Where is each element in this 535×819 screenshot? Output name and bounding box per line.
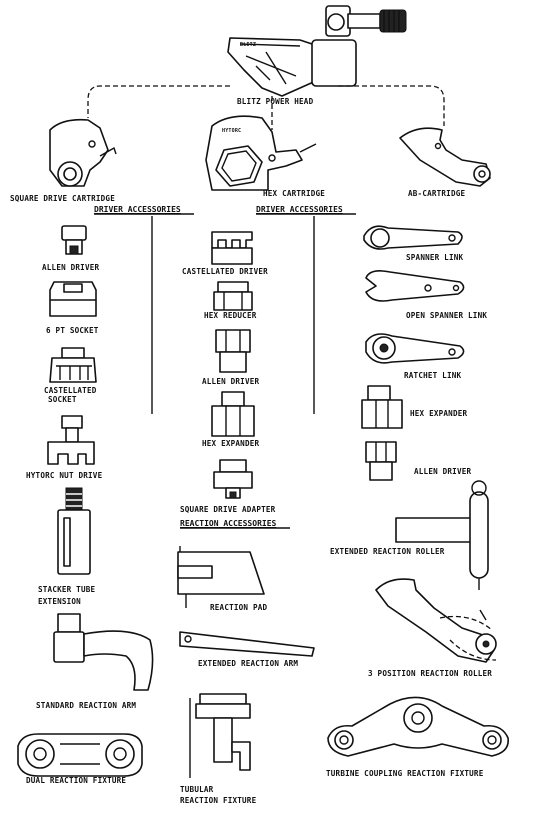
tubular-reaction-fixture-label-1: TUBULAR <box>180 785 214 794</box>
extended-reaction-arm-label: EXTENDED REACTION ARM <box>198 659 298 668</box>
turbine-coupling-reaction-fixture-label: TURBINE COUPLING REACTION FIXTURE <box>326 769 484 778</box>
castellated-driver-label: CASTELLATED DRIVER <box>182 267 268 276</box>
allen-driver-right-drawing <box>365 441 397 481</box>
allen-driver-left-drawing <box>61 225 87 255</box>
standard-reaction-arm-drawing <box>53 613 154 691</box>
square-drive-adapter-label: SQUARE DRIVE ADAPTER <box>180 505 276 514</box>
ratchet-link-label: RATCHET LINK <box>404 371 461 380</box>
stacker-tube-label-1: STACKER TUBE <box>38 585 95 594</box>
tubular-reaction-fixture-drawing <box>189 693 251 778</box>
connector-square <box>87 85 230 118</box>
hytorc-nut-drive-drawing <box>47 415 95 465</box>
allen-driver-mid-drawing <box>215 329 251 373</box>
hex-expander-mid-drawing <box>211 391 255 437</box>
hex-expander-right-drawing <box>361 385 403 429</box>
hex-reducer-drawing <box>213 281 253 311</box>
ratchet-link-drawing <box>365 333 465 364</box>
dual-reaction-fixture-label: DUAL REACTION FIXTURE <box>26 776 126 785</box>
hex-expander-mid-label: HEX EXPANDER <box>202 439 259 448</box>
driver-accessories-header-mid: DRIVER ACCESSORIES <box>256 205 343 214</box>
ab-cartridge-drawing <box>399 127 491 187</box>
hex-reducer-label: HEX REDUCER <box>204 311 257 320</box>
open-spanner-link-drawing <box>365 270 465 302</box>
connector-ab <box>338 85 445 126</box>
turbine-coupling-reaction-fixture-drawing <box>327 696 509 757</box>
svg-text:BLITZ: BLITZ <box>240 42 256 48</box>
driver-accessories-header-left: DRIVER ACCESSORIES <box>94 205 181 214</box>
square-drive-cartridge-label: SQUARE DRIVE CARTRIDGE <box>10 194 115 203</box>
stacker-tube-label-2: EXTENSION <box>38 597 81 606</box>
dual-reaction-fixture-drawing <box>17 733 143 777</box>
blitz-power-head-drawing: BLITZ <box>227 5 407 97</box>
extended-reaction-roller-label: EXTENDED REACTION ROLLER <box>330 547 445 556</box>
three-position-reaction-roller-drawing <box>375 578 497 663</box>
spanner-link-label: SPANNER LINK <box>406 253 463 262</box>
castellated-driver-drawing <box>211 231 253 265</box>
hytorc-nut-drive-label: HYTORC NUT DRIVE <box>26 471 103 480</box>
reaction-accessories-header: REACTION ACCESSORIES <box>180 519 277 528</box>
three-position-reaction-roller-label: 3 POSITION REACTION ROLLER <box>368 669 492 678</box>
six-pt-socket-drawing <box>49 281 97 317</box>
hex-cartridge-label: HEX CARTRIDGE <box>263 189 325 198</box>
allen-driver-right-label: ALLEN DRIVER <box>414 467 471 476</box>
hex-cartridge-drawing: HYTORC <box>205 115 317 191</box>
blitz-power-head-label: BLITZ POWER HEAD <box>237 97 314 106</box>
allen-driver-mid-label: ALLEN DRIVER <box>202 377 259 386</box>
extended-reaction-arm-drawing <box>179 631 315 657</box>
square-drive-cartridge-drawing <box>49 118 117 187</box>
tubular-reaction-fixture-label-2: REACTION FIXTURE <box>180 796 257 805</box>
svg-text:HYTORC: HYTORC <box>222 128 241 134</box>
castellated-socket-label-1: CASTELLATED <box>44 386 97 395</box>
reaction-pad-label: REACTION PAD <box>210 603 267 612</box>
six-pt-socket-label: 6 PT SOCKET <box>46 326 99 335</box>
open-spanner-link-label: OPEN SPANNER LINK <box>406 311 487 320</box>
ab-cartridge-label: AB-CARTRIDGE <box>408 189 465 198</box>
allen-driver-left-label: ALLEN DRIVER <box>42 263 99 272</box>
square-drive-adapter-drawing <box>213 459 253 499</box>
stacker-tube-drawing <box>57 487 91 575</box>
extended-reaction-roller-drawing <box>395 480 489 590</box>
spanner-link-drawing <box>363 225 463 250</box>
standard-reaction-arm-label: STANDARD REACTION ARM <box>36 701 136 710</box>
hex-expander-right-label: HEX EXPANDER <box>410 409 467 418</box>
castellated-socket-drawing <box>49 347 97 383</box>
reaction-pad-drawing <box>177 546 265 608</box>
castellated-socket-label-2: SOCKET <box>48 395 77 404</box>
